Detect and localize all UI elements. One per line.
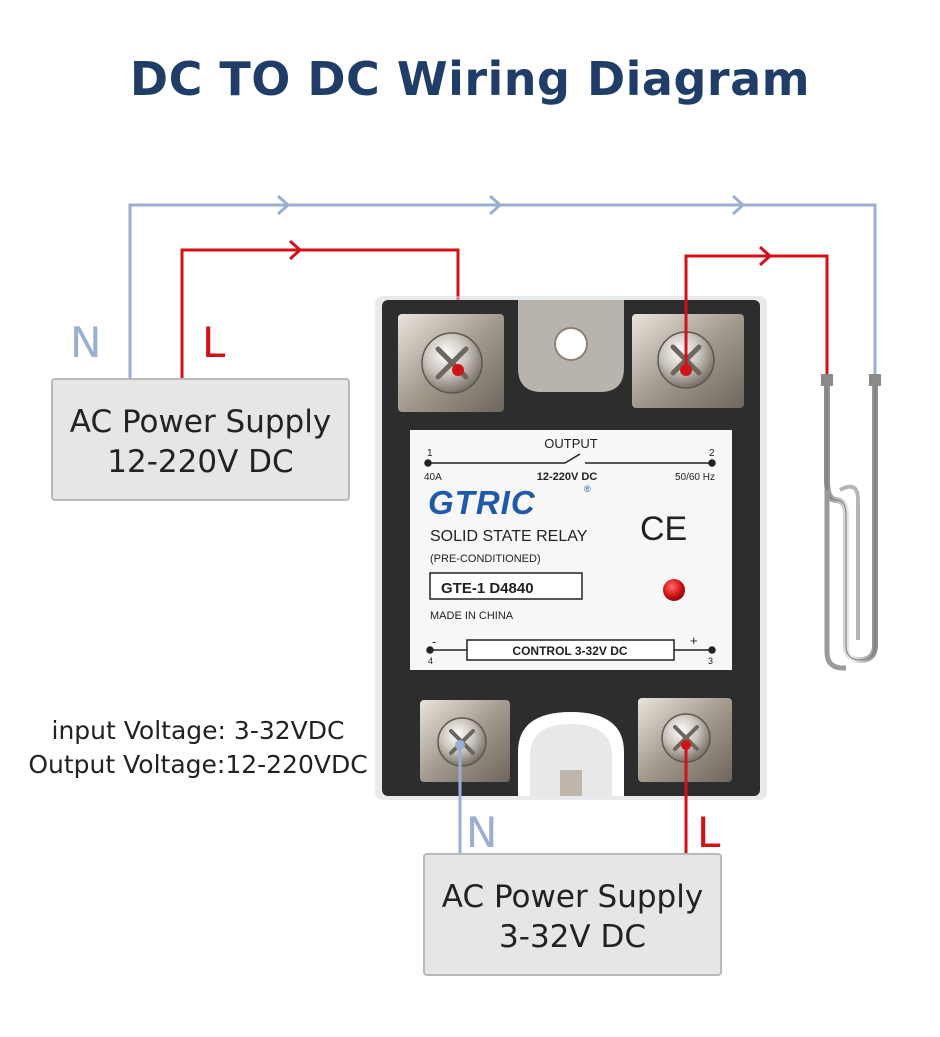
live-label-top: L [202, 318, 226, 367]
plus-sign: + [690, 633, 698, 648]
registered-mark: ® [584, 484, 591, 494]
terminal-3-number: 3 [708, 656, 713, 666]
bottom-power-supply: AC Power Supply 3-32V DC [423, 853, 722, 976]
terminal-2-number: 2 [709, 448, 715, 459]
output-voltage-text: Output Voltage:12-220VDC [28, 750, 368, 779]
live-label-bottom: L [697, 808, 721, 857]
control-voltage: CONTROL 3-32V DC [512, 644, 627, 658]
voltage-info: input Voltage: 3-32VDC Output Voltage:12… [18, 714, 378, 782]
terminal-3-connection-dot [681, 740, 691, 750]
bottom-supply-voltage: 3-32V DC [499, 919, 646, 955]
solid-state-relay: OUTPUT 1 2 40A 12-220V DC 50/60 Hz GTRIC… [375, 296, 767, 800]
terminal-2-connection-dot [680, 364, 692, 376]
diagram-title: DC TO DC Wiring Diagram [129, 52, 811, 106]
preconditioned-text: (PRE-CONDITIONED) [430, 553, 541, 565]
neutral-label-bottom: N [466, 808, 498, 857]
terminal-4-number: 4 [428, 656, 433, 666]
output-text: OUTPUT [544, 436, 598, 451]
terminal-4-connection-dot [455, 740, 465, 750]
frequency-rating: 50/60 Hz [675, 472, 715, 483]
top-supply-voltage: 12-220V DC [107, 444, 294, 480]
model-box [429, 572, 583, 600]
ce-mark: CE [640, 510, 687, 548]
heating-element-icon [821, 374, 881, 671]
product-name: SOLID STATE RELAY [430, 528, 588, 545]
input-voltage-text: input Voltage: 3-32VDC [51, 716, 345, 745]
top-power-supply: AC Power Supply 12-220V DC [51, 378, 350, 501]
bottom-supply-title: AC Power Supply [441, 879, 704, 915]
live-wire-terminal-2-to-load [684, 245, 829, 375]
model-number: GTE-1 D4840 [441, 580, 534, 597]
minus-sign: - [432, 634, 436, 649]
neutral-wire-top [128, 194, 877, 378]
terminal-1-connection-dot [452, 364, 464, 376]
top-supply-title: AC Power Supply [69, 404, 332, 440]
mounting-hole-icon [554, 327, 588, 361]
origin-text: MADE IN CHINA [430, 610, 514, 622]
status-led-icon [663, 579, 685, 601]
terminal-1-number: 1 [427, 448, 433, 459]
brand-logo: GTRIC [428, 484, 536, 521]
neutral-label-top: N [70, 318, 102, 367]
output-voltage-rating: 12-220V DC [537, 471, 598, 483]
relay-label [410, 430, 732, 670]
current-rating: 40A [424, 472, 442, 483]
